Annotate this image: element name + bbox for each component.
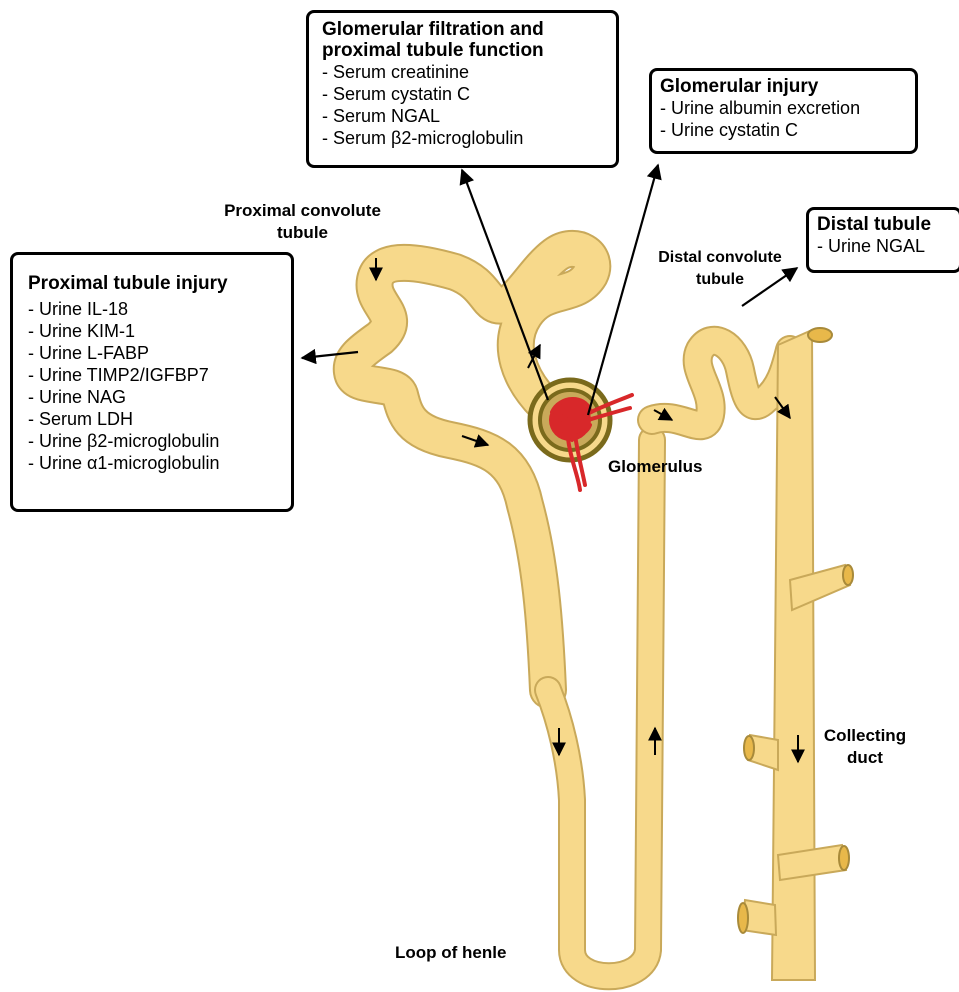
- loop-of-henle: [548, 440, 652, 976]
- biomarker-item: - Urine α1-microglobulin: [28, 452, 291, 474]
- biomarker-item: - Serum creatinine: [322, 61, 616, 83]
- label-line: Collecting: [812, 725, 918, 747]
- biomarker-item: - Urine IL-18: [28, 298, 291, 320]
- biomarker-item: - Serum NGAL: [322, 105, 616, 127]
- biomarker-item: - Urine KIM-1: [28, 320, 291, 342]
- glomerular-injury-list: - Urine albumin excretion - Urine cystat…: [660, 97, 915, 141]
- label-line: Distal convolute: [640, 247, 800, 269]
- proximal-tubule-injury-title: Proximal tubule injury: [28, 273, 291, 294]
- collecting-duct: [738, 328, 853, 980]
- label-line: duct: [812, 747, 918, 769]
- biomarker-item: - Serum LDH: [28, 408, 291, 430]
- label-distal-convolute-tubule: Distal convolute tubule: [640, 247, 800, 291]
- label-loop-of-henle: Loop of henle: [395, 942, 545, 964]
- glomerular-injury-box: Glomerular injury - Urine albumin excret…: [649, 68, 918, 154]
- label-collecting-duct: Collecting duct: [812, 725, 918, 769]
- proximal-tubule-injury-box: Proximal tubule injury - Urine IL-18 - U…: [10, 252, 294, 512]
- distal-tubule-title: Distal tubule: [817, 214, 959, 235]
- biomarker-item: - Serum β2-microglobulin: [322, 127, 616, 149]
- distal-tubule-box: Distal tubule - Urine NGAL: [806, 207, 959, 273]
- biomarker-item: - Urine β2-microglobulin: [28, 430, 291, 452]
- label-proximal-convolute-tubule: Proximal convolute tubule: [210, 200, 395, 244]
- label-line: tubule: [640, 269, 800, 291]
- biomarker-item: - Urine albumin excretion: [660, 97, 915, 119]
- label-line: tubule: [210, 222, 395, 244]
- glomerular-filtration-list: - Serum creatinine - Serum cystatin C - …: [322, 61, 616, 149]
- glomerular-filtration-title-line2: proximal tubule function: [322, 40, 616, 61]
- glomerular-injury-title: Glomerular injury: [660, 76, 915, 97]
- label-glomerulus: Glomerulus: [608, 456, 728, 478]
- label-line: Proximal convolute: [210, 200, 395, 222]
- biomarker-item: - Serum cystatin C: [322, 83, 616, 105]
- biomarker-item: - Urine NAG: [28, 386, 291, 408]
- biomarker-item: - Urine TIMP2/IGFBP7: [28, 364, 291, 386]
- distal-tubule-list: - Urine NGAL: [817, 235, 959, 257]
- glomerular-filtration-box: Glomerular filtration and proximal tubul…: [306, 10, 619, 168]
- distal-convoluted-tubule: [652, 341, 790, 425]
- biomarker-item: - Urine NGAL: [817, 235, 959, 257]
- biomarker-item: - Urine L-FABP: [28, 342, 291, 364]
- proximal-convoluted-tubule: [352, 249, 593, 690]
- biomarker-item: - Urine cystatin C: [660, 119, 915, 141]
- proximal-tubule-injury-list: - Urine IL-18 - Urine KIM-1 - Urine L-FA…: [28, 298, 291, 474]
- glomerular-filtration-title-line1: Glomerular filtration and: [322, 19, 616, 40]
